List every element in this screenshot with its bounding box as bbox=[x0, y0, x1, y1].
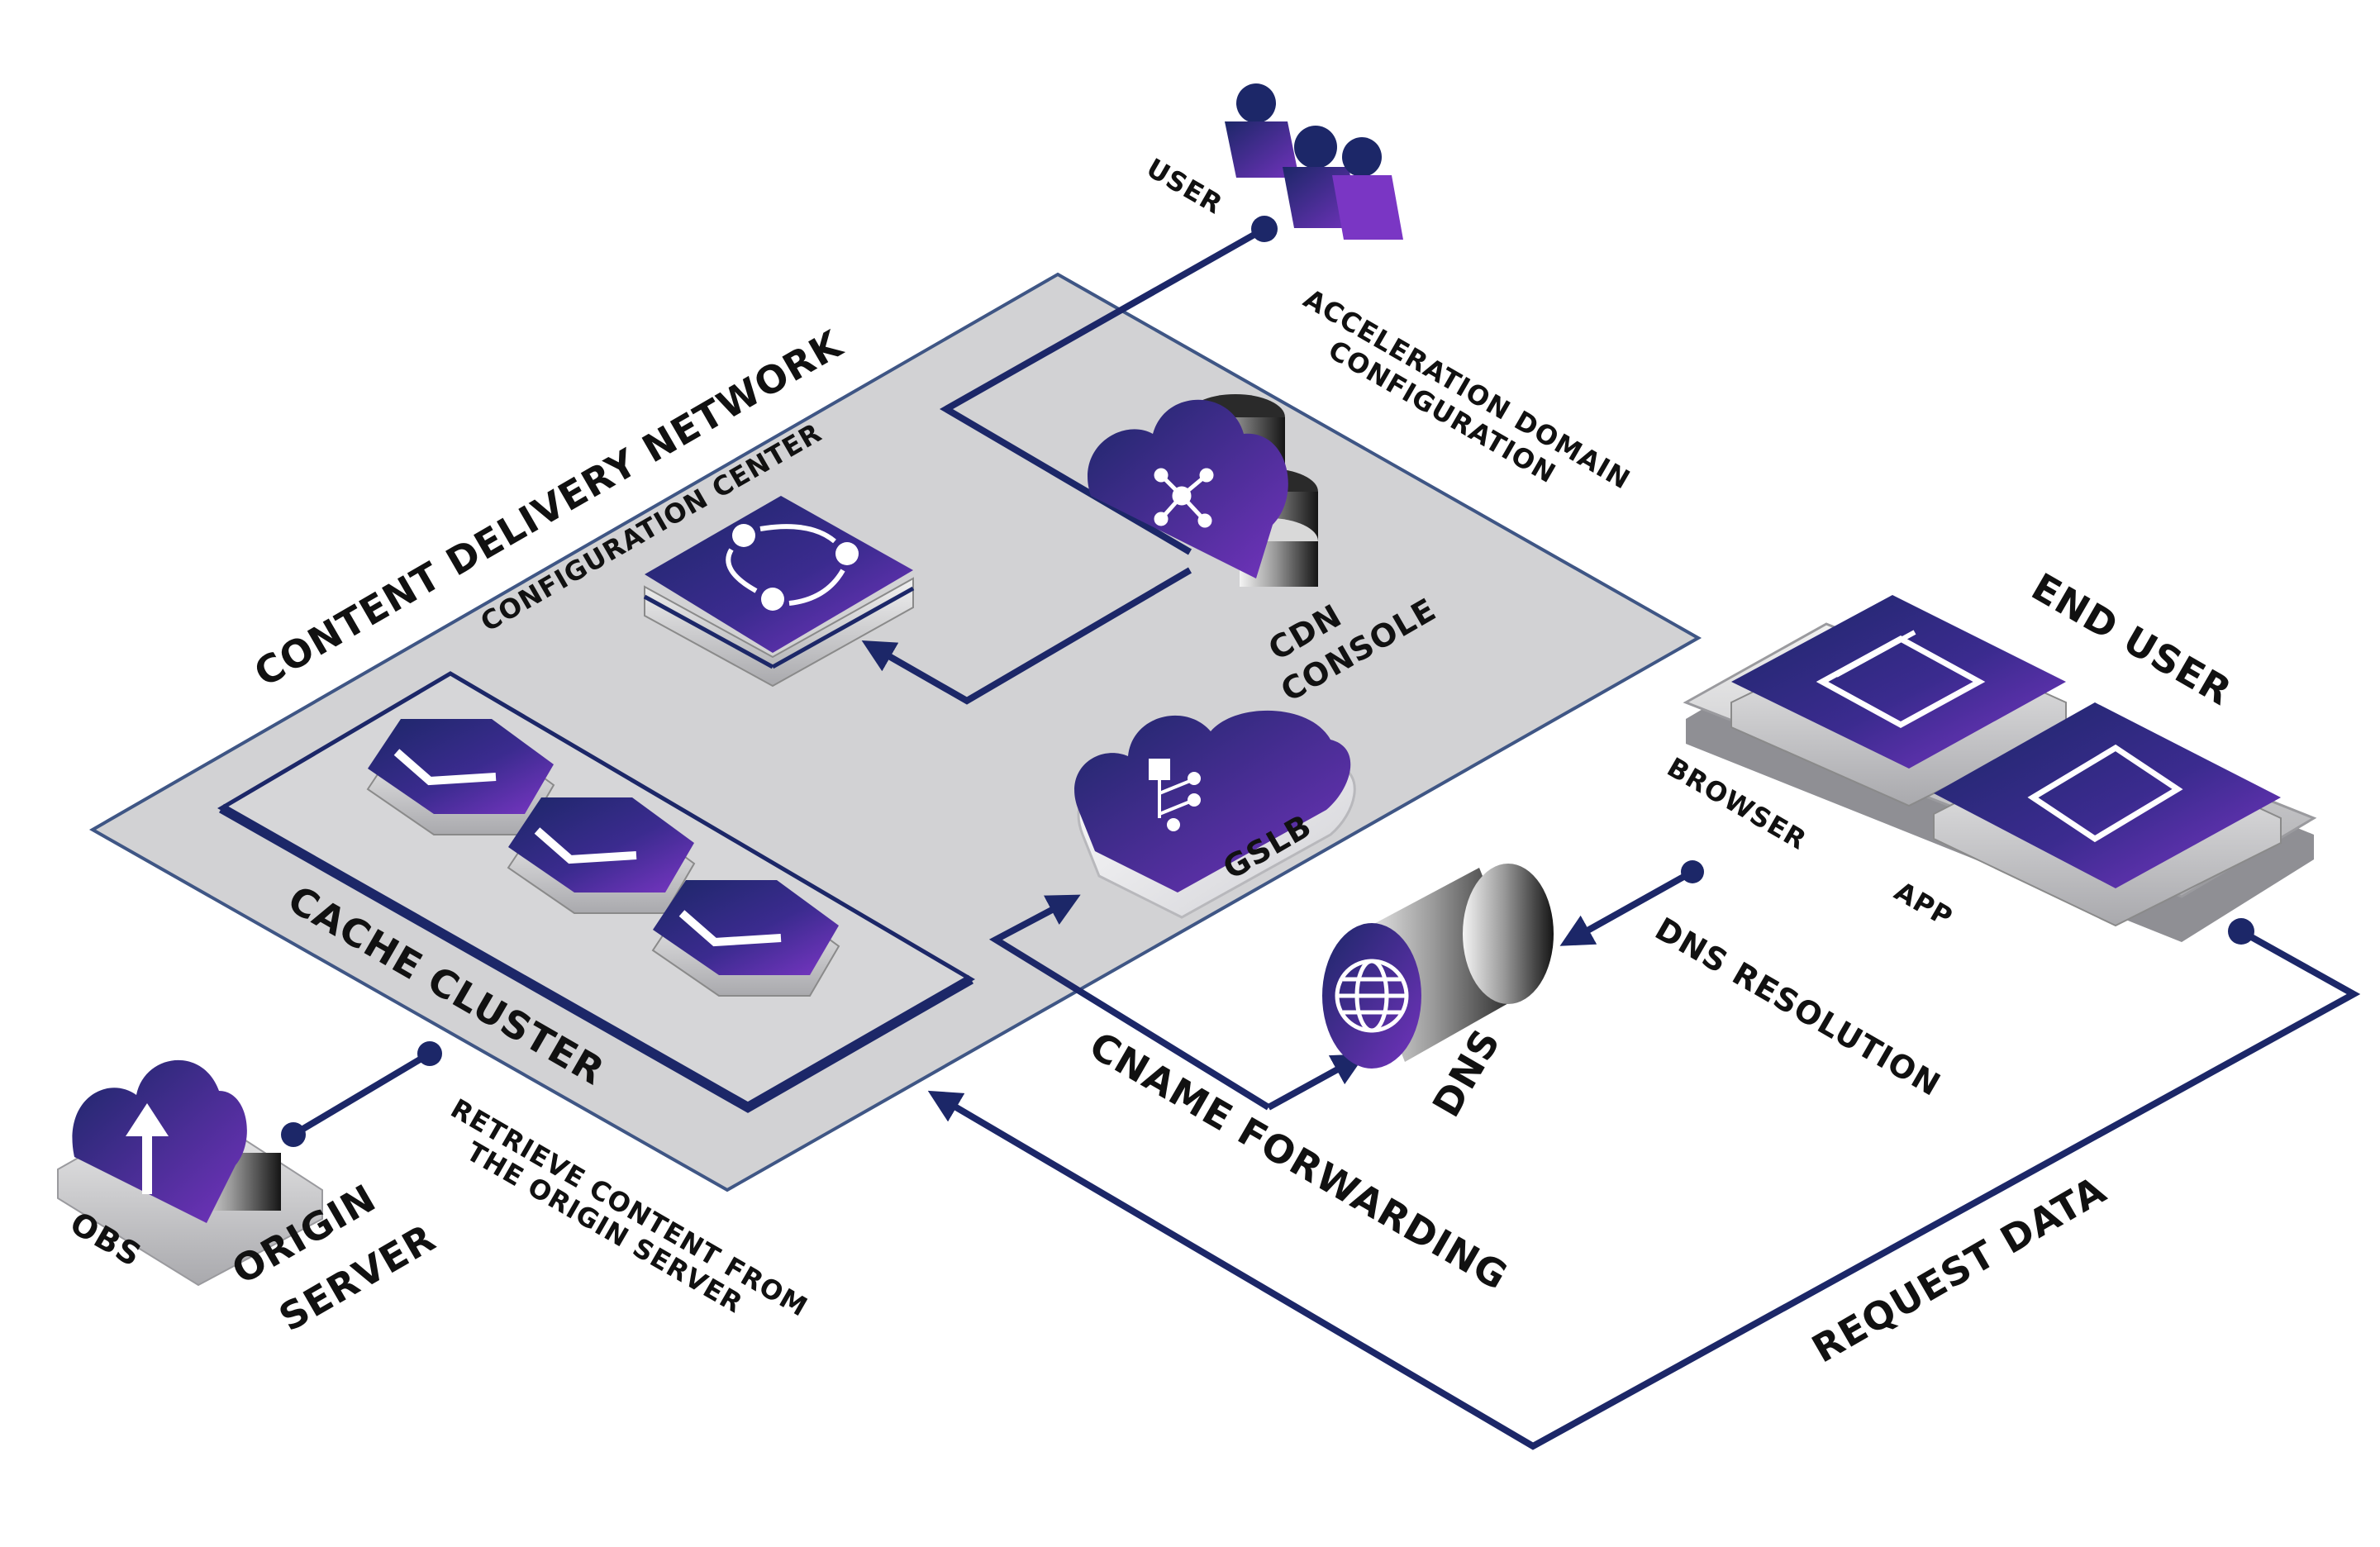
label-app: APP bbox=[1889, 875, 1959, 933]
dns-resolution-dot bbox=[1681, 860, 1704, 883]
obs-upload-cloud-icon bbox=[57, 1059, 323, 1287]
flow-cname-forwarding bbox=[988, 894, 1271, 1111]
cache-node-icon bbox=[366, 719, 840, 997]
flow-dns-resolution bbox=[1559, 869, 1694, 946]
origin-connector-dot-obs bbox=[281, 1122, 306, 1147]
browser-window-icon bbox=[1730, 595, 2067, 807]
cdn-console-cloud-icon bbox=[1088, 394, 1318, 587]
flow-console-to-config bbox=[861, 567, 1192, 705]
flow-request-data bbox=[927, 928, 2361, 1450]
flow-origin-retrieval bbox=[291, 1050, 432, 1138]
configuration-center-icon bbox=[643, 496, 915, 688]
cache-cluster-panel-edge bbox=[219, 803, 973, 1113]
user-connector-dot bbox=[1251, 216, 1278, 242]
dns-globe-icon bbox=[1322, 864, 1554, 1069]
end-user-devices bbox=[1683, 595, 2317, 942]
end-user-connector-dot bbox=[2228, 918, 2254, 945]
flow-cname-forwarding-to-dns bbox=[1267, 1054, 1366, 1111]
mobile-app-icon bbox=[1933, 702, 2282, 927]
gslb-cloud-icon bbox=[1074, 710, 1356, 919]
label-end-user: END USER bbox=[2025, 564, 2240, 714]
origin-connector-dot-cluster bbox=[417, 1041, 442, 1066]
users-icon bbox=[1225, 83, 1403, 240]
label-dns-resolution: DNS RESOLUTION bbox=[1649, 911, 1947, 1103]
label-user: USER bbox=[1141, 152, 1228, 221]
